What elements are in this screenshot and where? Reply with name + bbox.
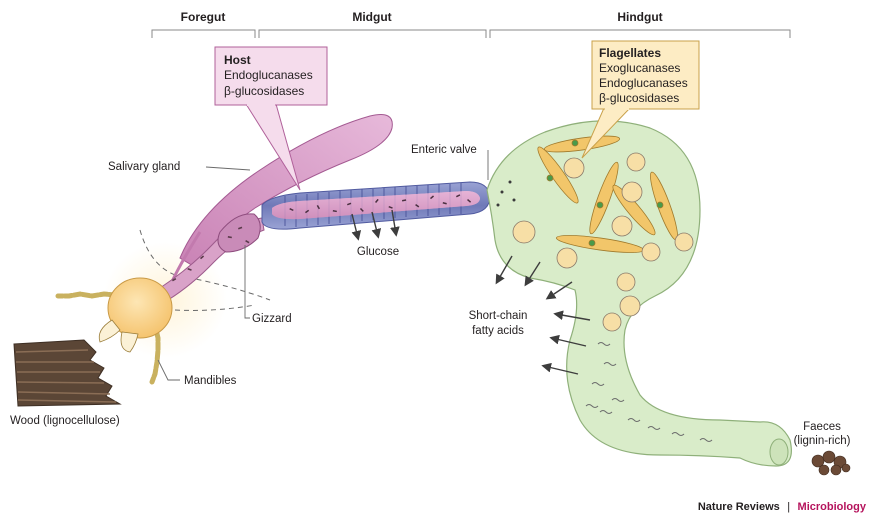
- credit-subject: Microbiology: [798, 501, 867, 513]
- journal-credit: Nature Reviews | Microbiology: [698, 497, 867, 514]
- host-box-title: Host: [224, 53, 251, 67]
- flagellates-box-title: Flagellates: [599, 46, 661, 60]
- faeces-pellets: [812, 451, 850, 475]
- flagellates-box-line: Endoglucanases: [599, 76, 688, 90]
- wood-block: [14, 340, 120, 406]
- rectum-opening: [770, 439, 788, 465]
- gizzard-label: Gizzard: [252, 313, 292, 325]
- flagellates-box-line: β-glucosidases: [599, 91, 679, 105]
- wood-label: Wood (lignocellulose): [10, 415, 120, 427]
- flagellates-box-line: Exoglucanases: [599, 61, 680, 75]
- faeces-label-line1: Faeces: [803, 421, 841, 433]
- midgut-label: Midgut: [352, 10, 391, 24]
- glucose-label: Glucose: [357, 246, 399, 258]
- salivary-gland-label: Salivary gland: [108, 161, 180, 173]
- hindgut-label: Hindgut: [617, 10, 662, 24]
- host-box-line: β-glucosidases: [224, 84, 304, 98]
- host-box-line: Endoglucanases: [224, 68, 313, 82]
- scfa-label-line1: Short-chain: [469, 310, 528, 322]
- foregut-label: Foregut: [181, 10, 226, 24]
- faeces-label-line2: (lignin-rich): [794, 435, 851, 447]
- hindgut: [487, 121, 791, 466]
- credit-journal: Nature Reviews: [698, 501, 780, 513]
- enteric-valve-label: Enteric valve: [411, 144, 477, 156]
- scfa-label-line2: fatty acids: [472, 325, 524, 337]
- credit-separator: |: [787, 501, 790, 513]
- section-brackets: [152, 30, 790, 38]
- mandibles-label: Mandibles: [184, 375, 237, 387]
